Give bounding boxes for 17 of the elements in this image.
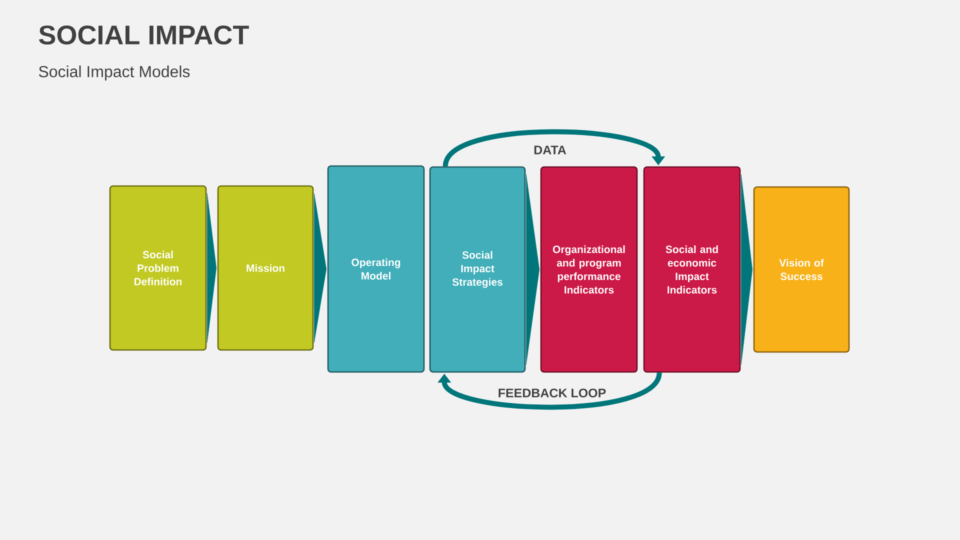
arrow: [207, 193, 217, 343]
arrow: [314, 193, 326, 343]
slide-title: SOCIAL IMPACT: [39, 25, 249, 45]
edge-label: DATA: [532, 144, 568, 156]
process-box: Vision of Success: [753, 186, 850, 353]
subtitle: Social Impact Models: [38, 66, 190, 80]
process-box: Mission: [217, 185, 314, 351]
edge-label: FEEDBACK LOOP: [496, 386, 608, 400]
process-box: Social and economic Impact Indicators: [643, 166, 741, 373]
arrow: [438, 372, 662, 410]
arrow: [741, 174, 752, 365]
process-box: Operating Model: [327, 165, 425, 373]
process-box: Organizational and program performance Indicators: [540, 166, 638, 373]
arrow: [526, 174, 540, 365]
process-box: Social Impact Strategies: [429, 166, 526, 373]
process-box: Social Problem Definition: [109, 185, 207, 351]
arrow: [443, 129, 666, 168]
